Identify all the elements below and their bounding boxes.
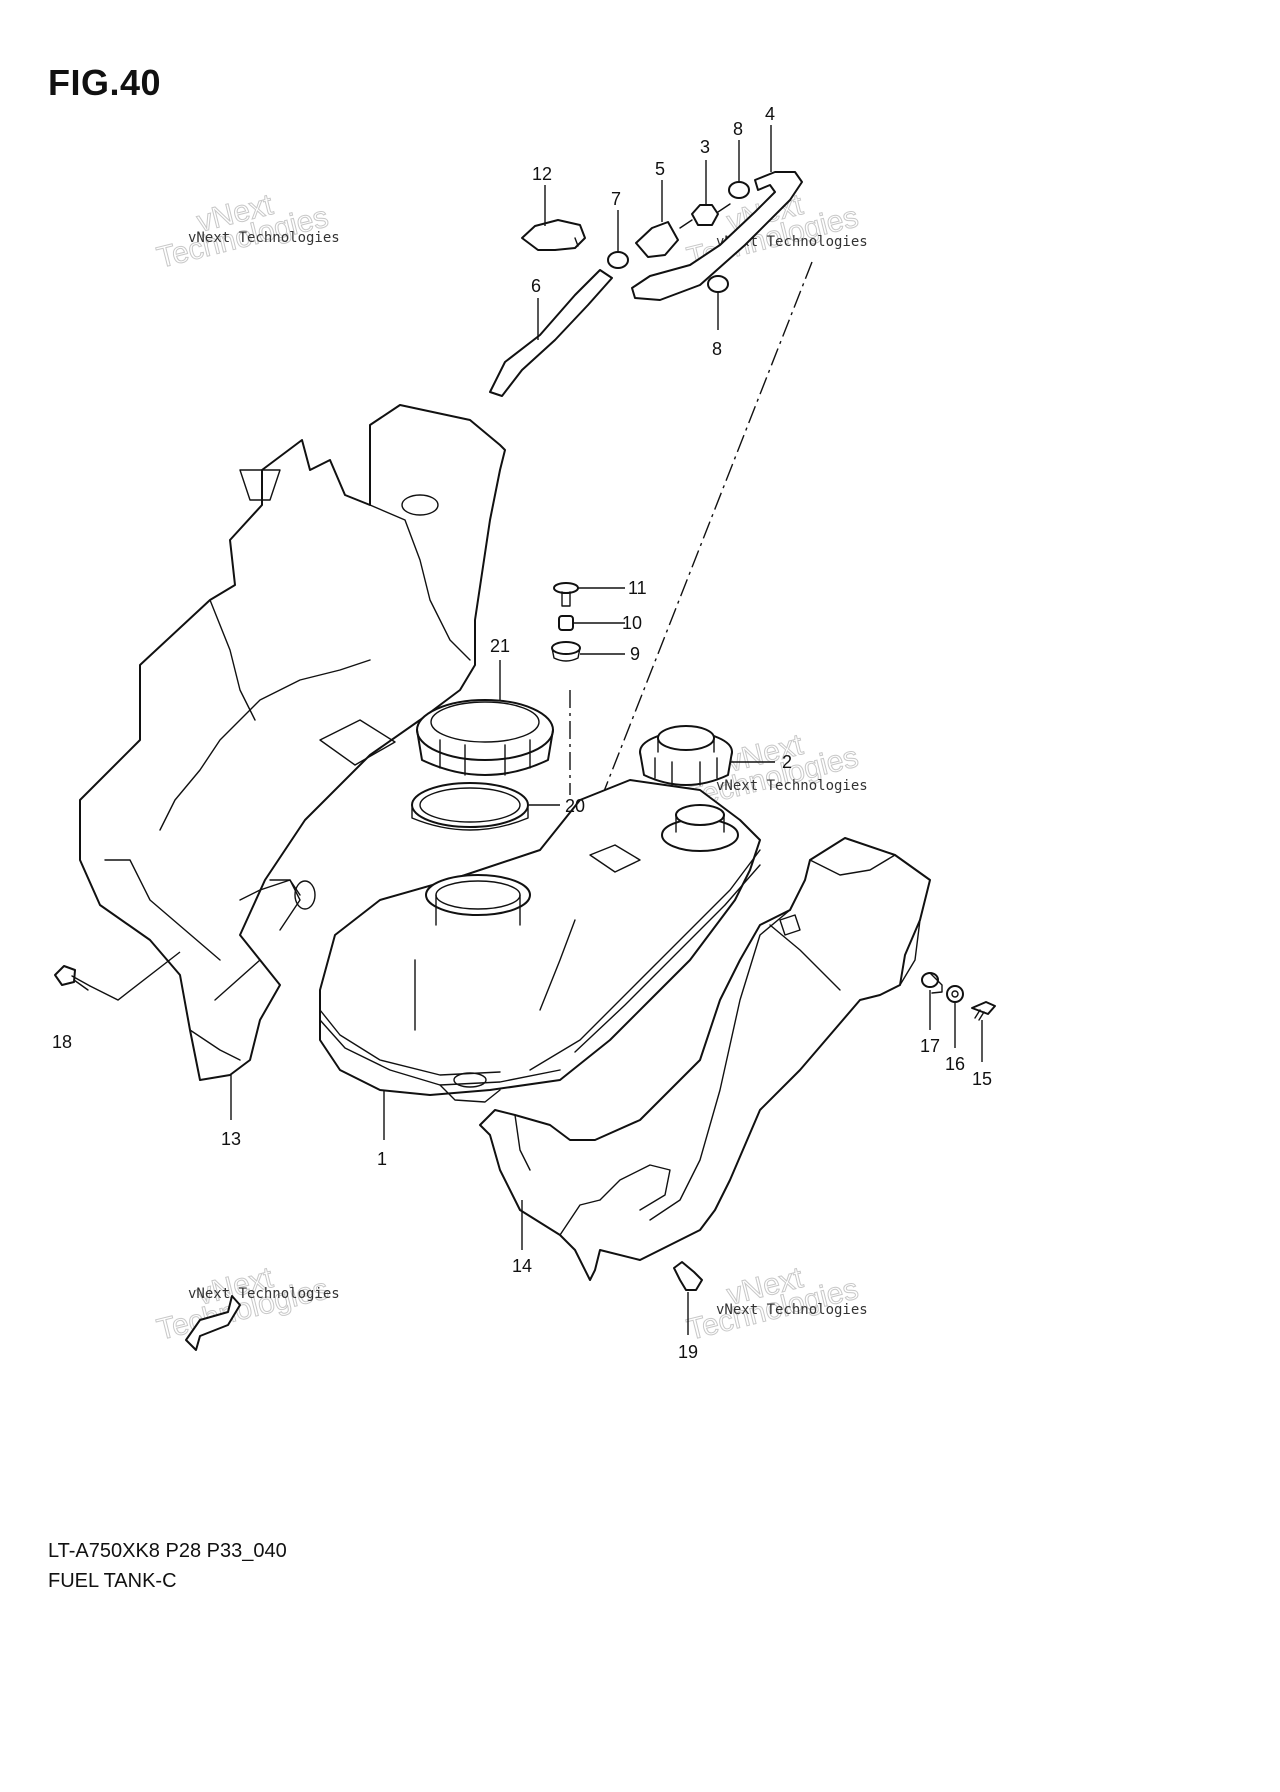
- diagram-name: FUEL TANK-C: [48, 1570, 177, 1592]
- callout-6: 6: [531, 276, 541, 296]
- part-5-valve-holder: [635, 221, 679, 258]
- watermark-top-left: Technologies vNext vNext Technologies: [153, 188, 340, 276]
- part-10-collar: [558, 615, 574, 631]
- part-4-hose: [631, 171, 803, 301]
- callout-labels: 1 2 3 4 5 6 7 8 8 9 10 11 12 13 14 15 16…: [52, 104, 992, 1362]
- forward-arrow-icon: [185, 1295, 241, 1351]
- callout-8-top: 8: [733, 119, 743, 139]
- gasket: [411, 782, 529, 831]
- callout-8-bottom: 8: [712, 339, 722, 359]
- callout-2: 2: [782, 752, 792, 772]
- callout-9: 9: [630, 644, 640, 664]
- leader-lines: [89, 125, 983, 1335]
- callout-14: 14: [512, 1256, 532, 1276]
- callout-1: 1: [377, 1149, 387, 1169]
- watermark-small-text: vNext Technologies: [716, 1302, 868, 1318]
- right-cover: [479, 837, 931, 1281]
- figure-title: FIG.40: [48, 62, 162, 103]
- callout-16: 16: [945, 1054, 965, 1074]
- watermark-small-text: vNext Technologies: [188, 1286, 340, 1302]
- fuel-tank: [319, 779, 761, 1103]
- callout-10: 10: [622, 613, 642, 633]
- callout-3: 3: [700, 137, 710, 157]
- callout-5: 5: [655, 159, 665, 179]
- callout-21: 21: [490, 636, 510, 656]
- callout-13: 13: [221, 1129, 241, 1149]
- fuel-cap: [639, 725, 733, 786]
- part-16-washer: [946, 985, 964, 1003]
- watermark-bottom-left: Technologies vNext vNext Technologies: [153, 1261, 340, 1348]
- callout-19: 19: [678, 1342, 698, 1362]
- part-19-clip: [673, 1261, 703, 1291]
- callout-18: 18: [52, 1032, 72, 1052]
- callout-4: 4: [765, 104, 775, 124]
- assembly-dash-line: [574, 261, 813, 866]
- watermark-bottom-right: Technologies vNext vNext Technologies: [683, 1261, 868, 1348]
- part-9-grommet: [551, 641, 581, 662]
- callout-20: 20: [565, 796, 585, 816]
- callout-7: 7: [611, 189, 621, 209]
- part-11-screw: [553, 582, 579, 607]
- part-18-bolt: [54, 965, 91, 991]
- part-7-clip: [607, 251, 629, 269]
- watermark-small-text: vNext Technologies: [188, 230, 340, 246]
- callout-12: 12: [532, 164, 552, 184]
- part-6-hose: [489, 269, 613, 397]
- callout-11: 11: [628, 578, 647, 598]
- part-8-clamp-top: [728, 181, 750, 199]
- watermark-small-text: vNext Technologies: [716, 234, 868, 250]
- part-12-bracket: [521, 219, 586, 251]
- cap-ring: [416, 699, 554, 776]
- left-cover: [79, 404, 506, 1081]
- model-code: LT-A750XK8 P28 P33_040: [48, 1540, 287, 1562]
- callout-15: 15: [972, 1069, 992, 1089]
- part-8-clamp-bottom: [707, 275, 729, 293]
- watermark-small-text: vNext Technologies: [716, 778, 868, 794]
- part-15-bolt: [971, 1001, 996, 1021]
- part-17-collar: [921, 972, 943, 994]
- callout-17: 17: [920, 1036, 940, 1056]
- part-3-check-valve: [679, 203, 731, 229]
